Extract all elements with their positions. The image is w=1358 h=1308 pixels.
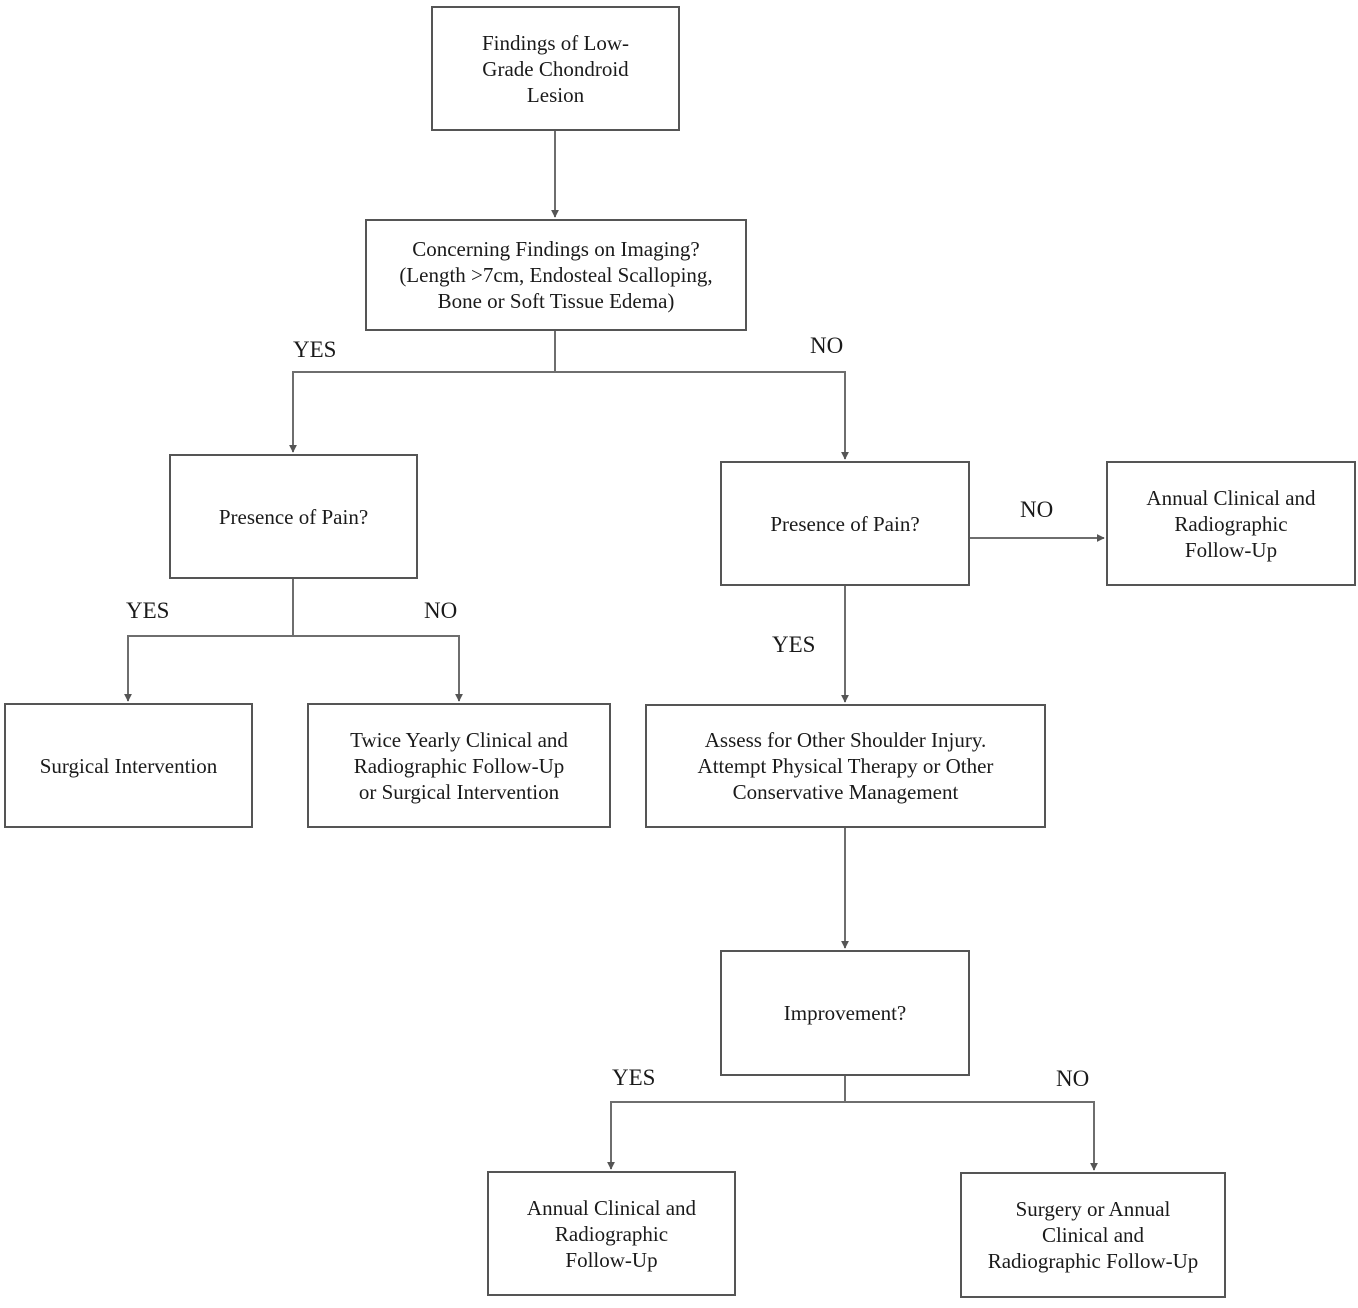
annual-followup-bottom-node: Annual Clinical and Radiographic Follow-… xyxy=(487,1171,736,1296)
assess-shoulder-injury-node: Assess for Other Shoulder Injury. Attemp… xyxy=(645,704,1046,828)
annual-followup-right-node: Annual Clinical and Radiographic Follow-… xyxy=(1106,461,1356,586)
start-node: Findings of Low- Grade Chondroid Lesion xyxy=(431,6,680,131)
improvement-no-label: NO xyxy=(1056,1066,1090,1091)
imaging-decision-text: Concerning Findings on Imaging? (Length … xyxy=(399,237,713,313)
surgery-or-annual-text: Surgery or Annual Clinical and Radiograp… xyxy=(987,1197,1199,1273)
surgery-or-annual-node: Surgery or Annual Clinical and Radiograp… xyxy=(960,1172,1226,1298)
arrow-pain-left-no xyxy=(293,635,463,702)
pain-right-decision-node: Presence of Pain? xyxy=(720,461,970,586)
improvement-decision-node: Improvement? xyxy=(720,950,970,1076)
assess-shoulder-injury-text: Assess for Other Shoulder Injury. Attemp… xyxy=(697,728,994,804)
arrow-imaging-yes xyxy=(289,331,556,453)
pain-left-decision-text: Presence of Pain? xyxy=(218,504,369,529)
start-node-text: Findings of Low- Grade Chondroid Lesion xyxy=(482,30,629,107)
imaging-yes-label: YES xyxy=(293,337,337,362)
pain-right-yes-label: YES xyxy=(772,632,816,657)
imaging-decision-node: Concerning Findings on Imaging? (Length … xyxy=(365,219,747,331)
improvement-yes-label: YES xyxy=(612,1065,656,1090)
arrow-imaging-no xyxy=(555,371,849,460)
pain-left-no-label: NO xyxy=(424,598,458,623)
twice-yearly-followup-text: Twice Yearly Clinical and Radiographic F… xyxy=(350,727,568,804)
surgical-intervention-node: Surgical Intervention xyxy=(4,703,253,828)
arrow-pain-left-yes xyxy=(124,578,294,702)
arrow-improvement-yes xyxy=(607,1075,846,1170)
imaging-no-label: NO xyxy=(810,333,844,358)
improvement-decision-text: Improvement? xyxy=(783,1001,907,1025)
arrow-improvement-no xyxy=(845,1101,1098,1171)
pain-left-yes-label: YES xyxy=(126,598,170,623)
surgical-intervention-text: Surgical Intervention xyxy=(39,753,218,778)
twice-yearly-followup-node: Twice Yearly Clinical and Radiographic F… xyxy=(307,703,611,828)
annual-followup-bottom-text: Annual Clinical and Radiographic Follow-… xyxy=(526,1195,697,1272)
pain-right-no-label: NO xyxy=(1020,497,1054,522)
annual-followup-right-text: Annual Clinical and Radiographic Follow-… xyxy=(1146,485,1316,562)
pain-right-decision-text: Presence of Pain? xyxy=(770,511,920,536)
pain-left-decision-node: Presence of Pain? xyxy=(169,454,418,579)
